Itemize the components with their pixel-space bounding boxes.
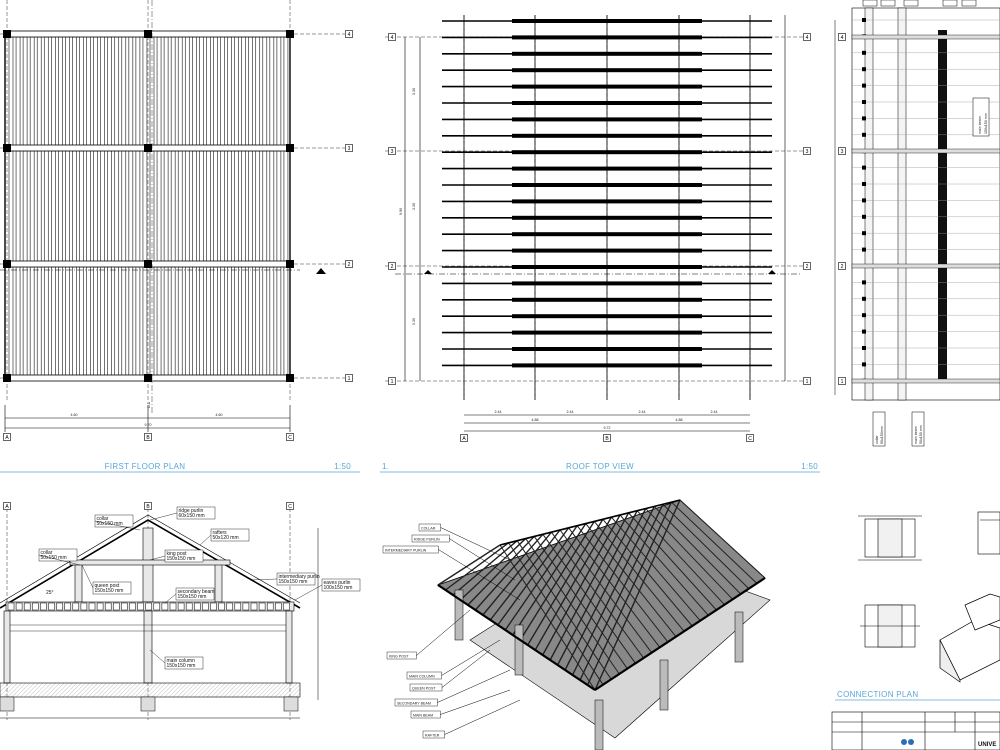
section-angle: 25° [46,590,54,596]
svg-text:2.44: 2.44 [639,410,646,414]
secondary-beam-label: 150x150 mm [178,594,207,600]
svg-text:2.44: 2.44 [567,410,574,414]
iso-label-rafter: RAFTER [425,733,440,737]
svg-text:150x150 mm: 150x150 mm [984,113,988,134]
roof-top-view: 2.44 2.44 2.44 2.44 4.88 4.88 9.72 3.30 … [380,15,820,473]
iso-label-intermediary-purlin: INTERMEDIARY PURLIN [385,548,427,552]
axis-sec-B: B [146,504,150,510]
roof-sheet-number: 1. [382,462,389,471]
eaves-purlin-label: 100x150 mm [324,585,353,591]
iso-label-ridge-purlin: RIDGE PURLIN [414,537,440,541]
first-floor-scale: 1:50 [334,462,351,471]
ridge-purlin-label: 60x150 mm [179,513,205,519]
collar-left-label: collar [41,550,53,556]
king-post-label: 150x150 mm [167,556,196,562]
axis-ffp-4: 4 [348,32,351,38]
svg-text:9.70: 9.70 [145,423,152,427]
collar-left-label: 50x150 mm [41,555,67,561]
axis-roof-l-4: 4 [391,35,394,41]
iso-view: COLLAR RIDGE PURLIN INTERMEDIARY PURLIN KIN… [382,499,771,750]
main-column-label: main column [167,658,196,664]
svg-text:4.60: 4.60 [71,413,78,417]
axis-side-3: 3 [841,149,844,155]
main-column-label: 150x150 mm [167,663,196,669]
axis-ffp-1: 1 [348,376,351,382]
axis-roof-C: C [748,436,752,442]
svg-text:3.30: 3.30 [412,203,416,210]
axis-ffp-C: C [288,435,292,441]
axis-side-2: 2 [841,264,844,270]
university-label: UNIVE [978,742,996,748]
axis-ffp-B: B [146,435,150,441]
side-main-beam-label: main beam [978,116,982,134]
iso-label-king-post: KING POST [389,654,409,658]
axis-side-4: 4 [841,35,844,41]
axis-roof-A: A [462,436,466,442]
rafters-label: rafters [213,530,228,536]
roof-scale: 1:50 [801,462,818,471]
secondary-beam-label: secondary beam [178,589,215,595]
svg-text:3.30: 3.30 [412,318,416,325]
axis-roof-B: B [605,436,609,442]
roof-title: ROOF TOP VIEW [566,462,634,471]
intermediary-purlin-label: intermediary purlin [279,574,320,580]
iso-label-main-column: MAIN COLUMN [409,674,435,678]
collar-top-label: 50x150 mm [97,521,123,527]
axis-roof-r-2: 2 [806,264,809,270]
collar-top-label: collar [97,516,109,522]
rafters-label: 50x120 mm [213,535,239,541]
side-main-beam-bottom-label: main beam [914,426,918,444]
axis-roof-r-3: 3 [806,149,809,155]
svg-text:D-D: D-D [147,401,151,408]
svg-text:9.90: 9.90 [399,208,403,215]
axis-roof-l-2: 2 [391,264,394,270]
iso-label-collar: COLLAR [421,526,436,530]
svg-text:4.88: 4.88 [532,418,539,422]
svg-text:2.44: 2.44 [711,410,718,414]
axis-roof-r-1: 1 [806,379,809,385]
eaves-purlin-label: eaves purlin [324,580,351,586]
axis-ffp-A: A [5,435,9,441]
axis-side-1: 1 [841,379,844,385]
side-detail: main beam 150x150 mm collar 50x150mm mai… [834,0,1000,447]
connection-title: CONNECTION PLAN [837,690,918,699]
connection-plan: CONNECTION PLAN UNIVE [831,511,1000,750]
svg-text:9.72: 9.72 [604,426,611,430]
axis-roof-r-4: 4 [806,35,809,41]
axis-sec-C: C [288,504,292,510]
axis-ffp-3: 3 [348,146,351,152]
iso-label-queen-post: QUEEN POST [412,686,436,690]
svg-text:4.60: 4.60 [216,413,223,417]
queen-post-label: 150x150 mm [95,588,124,594]
king-post-label: king post [167,551,188,557]
svg-text:50x150 mm: 50x150 mm [919,425,923,444]
iso-label-main-beam: MAIN BEAM [413,713,433,717]
axis-roof-l-3: 3 [391,149,394,155]
svg-text:3.30: 3.30 [412,88,416,95]
first-floor-title: FIRST FLOOR PLAN [105,462,186,471]
queen-post-label: queen post [95,583,120,589]
svg-text:2.44: 2.44 [495,410,502,414]
svg-text:50x150mm: 50x150mm [880,426,884,444]
svg-text:4.88: 4.88 [676,418,683,422]
ridge-purlin-label: ridge purlin [179,508,204,514]
side-collar-label: collar [875,435,879,444]
axis-sec-A: A [5,504,9,510]
first-floor-plan: 4.60 4.60 9.70 D-D FIRST FLOOR PLAN 1:50 [0,0,360,473]
axis-ffp-2: 2 [348,262,351,268]
intermediary-purlin-label: 150x150 mm [279,579,308,585]
iso-label-secondary-beam: SECONDARY BEAM [397,701,431,705]
axis-roof-l-1: 1 [391,379,394,385]
